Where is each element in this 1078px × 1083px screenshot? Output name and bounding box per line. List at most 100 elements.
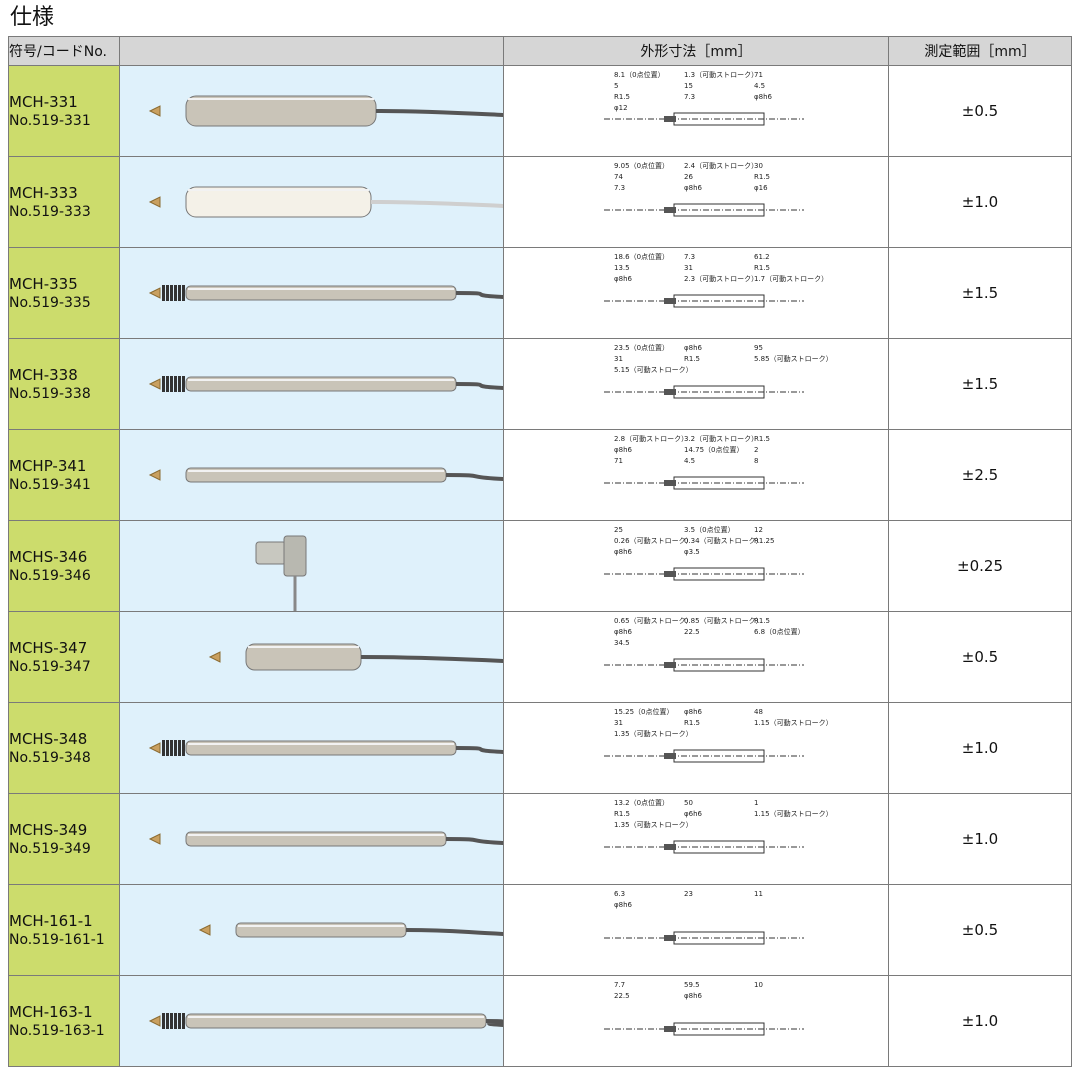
dimension-label: 0.34（可動ストローク） [684,536,763,545]
dimension-label: 14.75（0点位置） [684,445,744,454]
dimension-diagram: 2.8（可動ストローク）3.2（可動ストローク）R1.5 φ8h6 14.75（0点… [604,434,804,489]
dimension-label: 59.5 [684,981,700,989]
model-name: MCH-333 [9,183,78,202]
measuring-range: ±1.5 [888,338,1072,430]
dimension-label: 48 [754,708,763,716]
dimension-label: 95 [754,344,763,352]
dimension-label: 3.2（可動ストローク） [684,434,758,443]
product-photo [119,247,504,339]
dimension-label: 8.1（0点位置） [614,70,665,79]
table-header-row: 符号/コードNo. 外形寸法［mm］ 測定範囲［mm］ [8,36,1072,66]
dimension-label: 34.5 [614,639,630,647]
probe-image [120,157,503,247]
header-dimensions: 外形寸法［mm］ [503,36,889,66]
dimension-label: 23 [684,890,693,898]
dimension-label: φ12 [614,104,628,112]
code-number: No.519-347 [9,658,91,675]
dimension-label: 12 [754,526,763,534]
code-number: No.519-335 [9,294,91,311]
measuring-range: ±1.0 [888,702,1072,794]
dimension-label: 0.26（可動ストローク） [614,536,693,545]
dimension-label: 1.7（可動ストローク） [754,274,828,283]
model-name: MCHS-346 [9,547,88,566]
product-photo [119,611,504,703]
code-number: No.519-341 [9,476,91,493]
dimension-label: R1.5 [754,435,770,443]
measuring-range: ±1.0 [888,156,1072,248]
dimension-label: 1.35（可動ストローク） [614,729,693,738]
model-name: MCHS-347 [9,638,88,657]
measuring-range: ±0.5 [888,65,1072,157]
dimension-label: 2.8（可動ストローク） [614,434,688,443]
code-number: No.519-349 [9,840,91,857]
measuring-range: ±1.0 [888,793,1072,885]
model-name: MCH-338 [9,365,78,384]
probe-image [120,430,503,520]
dimension-label: R1.5 [754,264,770,272]
product-photo [119,884,504,976]
dimension-label: 7.3 [684,93,695,101]
dimension-label: R1.5 [754,173,770,181]
dimension-label: 50 [684,799,693,807]
product-photo [119,65,504,157]
dimension-label: 1.15（可動ストローク） [754,718,833,727]
measuring-range: ±2.5 [888,429,1072,521]
probe-image [120,339,503,429]
dimension-label: φ8h6 [614,446,633,454]
dimension-label: 31 [684,264,693,272]
code-number: No.519-338 [9,385,91,402]
dimension-label: φ8h6 [684,344,703,352]
dimension-label: φ8h6 [684,992,703,1000]
dimension-label: φ8h6 [684,184,703,192]
dimension-label: 0.65（可動ストローク） [614,616,693,625]
dimension-label: 9.05（0点位置） [614,161,669,170]
dimension-label: 22.5 [684,628,700,636]
dimension-label: 31 [614,355,623,363]
dimension-label: 74 [614,173,623,181]
dimension-label: 2 [754,446,758,454]
page-title: 仕様 [10,5,55,30]
product-photo [119,429,504,521]
dimension-label: 13.5 [614,264,630,272]
code-number: No.519-331 [9,112,91,129]
product-photo [119,338,504,430]
dimension-label: 6.8（0点位置） [754,627,805,636]
dimension-label: 5.15（可動ストローク） [614,365,693,374]
dimension-label: 6.3 [614,890,625,898]
probe-image [120,612,503,702]
measuring-range: ±1.0 [888,975,1072,1067]
header-range: 測定範囲［mm］ [888,36,1072,66]
dimension-label: 4.5 [684,457,695,465]
dimension-label: 10 [754,981,763,989]
dimension-label: φ8h6 [614,901,633,909]
